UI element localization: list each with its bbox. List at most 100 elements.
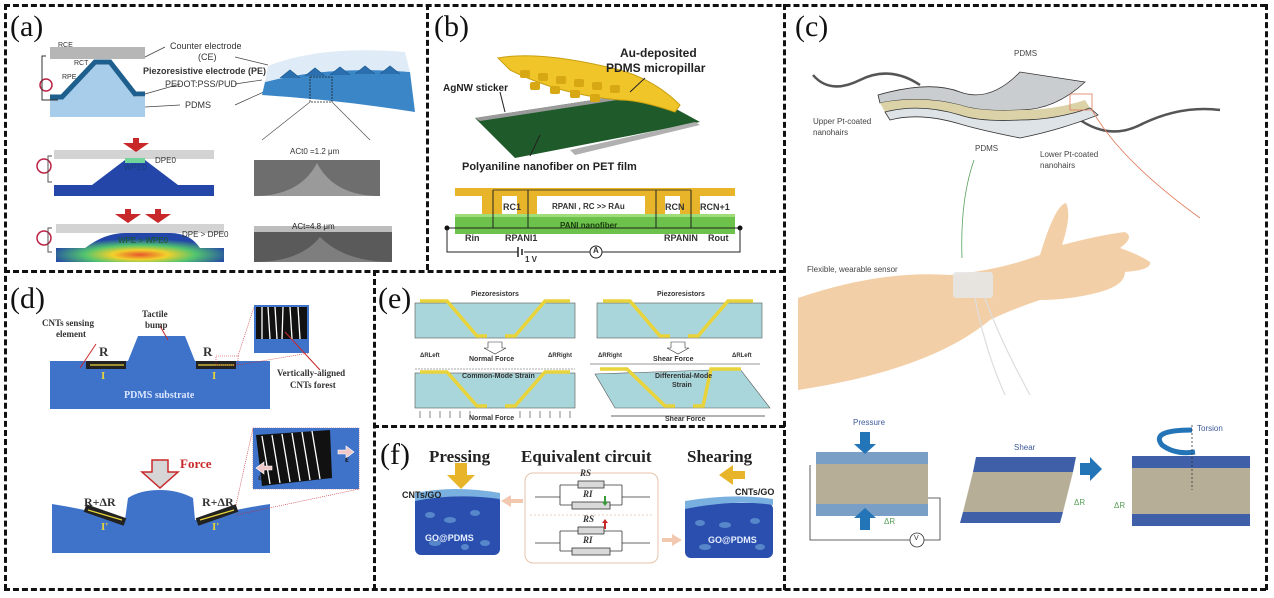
label-i-prime-left: I' xyxy=(101,521,109,533)
resistor-rs-bottom xyxy=(577,526,605,535)
label-r-pe: RPE xyxy=(62,74,77,81)
nanohair-layer xyxy=(880,99,1090,121)
label-sem2: ACt=4.8 μm xyxy=(292,222,335,231)
label-agnw: AgNW sticker xyxy=(443,83,509,94)
label-delta-r-torsion: ΔR xyxy=(1114,501,1126,510)
label-cnt-line1: CNTs sensing xyxy=(42,318,94,328)
label-diff-mode-line2: Strain xyxy=(672,382,692,389)
pedot-layer xyxy=(50,59,145,100)
label-i-left: I xyxy=(101,370,106,382)
label-forest-line2: CNTs forest xyxy=(290,380,336,390)
label-rs-bottom: RS xyxy=(583,514,595,524)
counter-electrode-bottom xyxy=(56,224,224,233)
label-force: Force xyxy=(180,456,212,471)
label-pani-nanofiber: PANI nanofiber xyxy=(560,221,618,230)
arrow-to-right xyxy=(662,534,682,546)
label-ce-abbr: (CE) xyxy=(198,52,217,62)
label-rcn: RCN xyxy=(665,202,685,212)
label-d-pe0: DPE0 xyxy=(155,156,176,165)
label-substrate: PDMS substrate xyxy=(124,390,195,401)
force-arrow xyxy=(140,459,180,490)
label-upper-line2: nanohairs xyxy=(813,128,849,137)
shear-bottom-plate xyxy=(960,512,1063,523)
torsion-hair-layer xyxy=(1132,468,1250,514)
wire-left xyxy=(812,72,921,88)
arrow-to-left xyxy=(501,495,523,507)
panel-f-label: (f) xyxy=(380,438,410,471)
label-piezo-electrode: Piezoresistive electrode (PE) xyxy=(143,66,267,76)
panel-e-schematic xyxy=(414,299,771,418)
label-dr-left: ΔRLeft xyxy=(420,353,440,359)
label-forest-line1: Vertically-aligned xyxy=(277,368,346,378)
pressure-hair-layer xyxy=(816,464,928,504)
label-pani-film: Polyaniline nanofiber on PET film xyxy=(462,161,637,173)
frame-left-border xyxy=(4,4,7,590)
label-piezoresistors-left: Piezoresistors xyxy=(471,291,519,298)
label-normal-force-top: Normal Force xyxy=(469,356,515,363)
panel-d-schematic xyxy=(50,305,360,553)
pdms-base xyxy=(50,97,145,117)
panel-a-schematic xyxy=(36,46,415,262)
press-arrow xyxy=(447,463,475,489)
label-ri-bottom: RI xyxy=(583,535,593,545)
shear-top-plate xyxy=(973,457,1076,472)
torsion-bottom-plate xyxy=(1132,514,1250,526)
label-rcn1: RCN+1 xyxy=(700,202,730,212)
pdms-bump-mid xyxy=(54,160,214,196)
label-au-line1: Au-deposited xyxy=(620,46,697,60)
ammeter-icon xyxy=(589,245,603,259)
label-r-delta-right: R+ΔR xyxy=(202,495,234,509)
label-delta-r-shear: ΔR xyxy=(1074,498,1086,507)
frame-bottom-border xyxy=(4,588,1266,591)
pressure-bottom-plate xyxy=(816,504,928,516)
label-counter-electrode: Counter electrode xyxy=(170,41,242,51)
torsion-top-plate xyxy=(1132,456,1250,468)
divider-top-bottom-left xyxy=(4,270,785,273)
label-pressure: Pressure xyxy=(853,418,886,427)
equivalent-circuit-box xyxy=(524,472,659,564)
label-dr-left-shear: ΔRLeft xyxy=(732,353,752,359)
label-rs-top: RS xyxy=(580,468,592,478)
label-diff-mode-line1: Differential-Mode xyxy=(655,373,713,380)
label-rpani1: RPANI1 xyxy=(505,233,538,243)
divider-b-c xyxy=(783,4,786,590)
label-cnt-line2: element xyxy=(56,329,86,339)
label-ammeter: A xyxy=(593,246,599,255)
pdms-bottom-layer xyxy=(884,107,1099,139)
label-bump-line2: bump xyxy=(145,320,168,330)
label-shear: Shear xyxy=(1014,443,1036,452)
panel-e-label: (e) xyxy=(378,282,412,315)
pressure-top-plate xyxy=(816,452,928,464)
label-delta-r-pressure: ΔR xyxy=(884,517,896,526)
label-piezoresistors-right: Piezoresistors xyxy=(657,291,705,298)
pani-film xyxy=(475,92,700,158)
label-ri-top: RI xyxy=(583,489,593,499)
label-pdms-bottom: PDMS xyxy=(975,144,999,153)
label-sem1: ACt0 =1.2 μm xyxy=(290,147,340,156)
label-epsilon-right: ε xyxy=(345,454,349,464)
label-r-left: R xyxy=(99,344,109,359)
pdms-substrate-top xyxy=(50,336,270,409)
voltmeter-icon xyxy=(909,532,925,548)
label-rout: Rout xyxy=(708,233,729,243)
label-wearable: Flexible, wearable sensor xyxy=(807,265,898,274)
label-d-compare: DPE > DPE0 xyxy=(182,230,229,239)
label-circuit-title: Equivalent circuit xyxy=(521,447,652,466)
shear-hair-layer xyxy=(963,472,1073,512)
resistor-rs-top xyxy=(577,480,605,489)
panel-b-schematic xyxy=(444,55,743,259)
counter-electrode-mid xyxy=(54,150,214,159)
label-au-line2: PDMS micropillar xyxy=(606,61,706,75)
label-cnts-go-right: CNTs/GO xyxy=(735,487,775,497)
pdms-substrate-bottom xyxy=(52,490,270,553)
label-rin: Rin xyxy=(465,233,480,243)
shear-block-top xyxy=(596,302,763,339)
divider-d-e xyxy=(373,270,376,590)
label-lower-line2: nanohairs xyxy=(1040,161,1076,170)
label-w-compare: WPE > WPE0 xyxy=(118,236,169,245)
panel-c-schematic xyxy=(798,71,1250,548)
normal-block-bottom xyxy=(414,372,576,409)
label-r-delta-left: R+ΔR xyxy=(84,495,116,509)
sponge-left xyxy=(415,495,500,555)
label-bump-line1: Tactile xyxy=(142,309,168,319)
